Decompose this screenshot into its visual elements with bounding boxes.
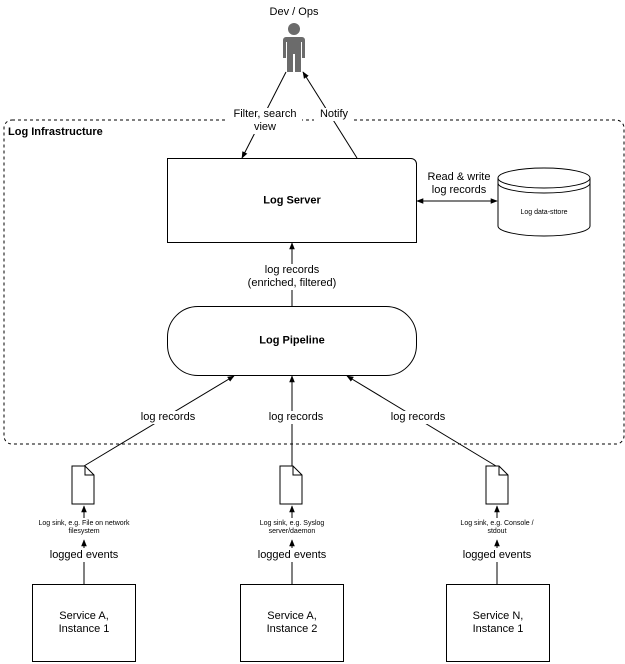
- log-records-label-2: log records: [258, 411, 334, 424]
- enriched-label: log records (enriched, filtered): [242, 264, 342, 290]
- person-icon: [283, 23, 305, 72]
- service-box-2: Service A, Instance 2: [240, 584, 344, 662]
- read-write-label: Read & write log records: [427, 171, 491, 196]
- log-pipeline-box: Log Pipeline: [167, 306, 417, 376]
- document-icon: [71, 465, 95, 505]
- infrastructure-title: Log Infrastructure: [8, 126, 103, 138]
- service-label-1: Service A, Instance 1: [58, 610, 110, 635]
- sink-3-label: Log sink, e.g. Console / stdout: [460, 520, 534, 535]
- log-records-label-3: log records: [380, 411, 456, 424]
- service-label-3: Service N, Instance 1: [472, 610, 524, 635]
- log-server-label: Log Server: [263, 194, 321, 206]
- filter-view-label: Filter, search view: [228, 108, 302, 134]
- logged-events-label-3: logged events: [462, 549, 532, 561]
- logged-events-label-2: logged events: [257, 549, 327, 561]
- log-pipeline-label: Log Pipeline: [259, 334, 325, 347]
- actor-label: Dev / Ops: [269, 6, 319, 18]
- service-box-1: Service A, Instance 1: [32, 584, 136, 662]
- service-label-2: Service A, Instance 2: [266, 610, 318, 635]
- log-records-label-1: log records: [130, 411, 206, 424]
- log-server-box: Log Server: [167, 158, 417, 243]
- document-icon: [279, 465, 303, 505]
- document-icon: [485, 465, 509, 505]
- logged-events-label-1: logged events: [49, 549, 119, 561]
- notify-label: Notify: [314, 108, 354, 121]
- sink-1-label: Log sink, e.g. File on network filesyste…: [38, 520, 130, 535]
- datastore-cylinder: [497, 167, 591, 237]
- datastore-label: Log data-sttore: [520, 209, 568, 216]
- sink-2-label: Log sink, e.g. Syslog server/daemon: [259, 520, 325, 535]
- service-box-3: Service N, Instance 1: [446, 584, 550, 662]
